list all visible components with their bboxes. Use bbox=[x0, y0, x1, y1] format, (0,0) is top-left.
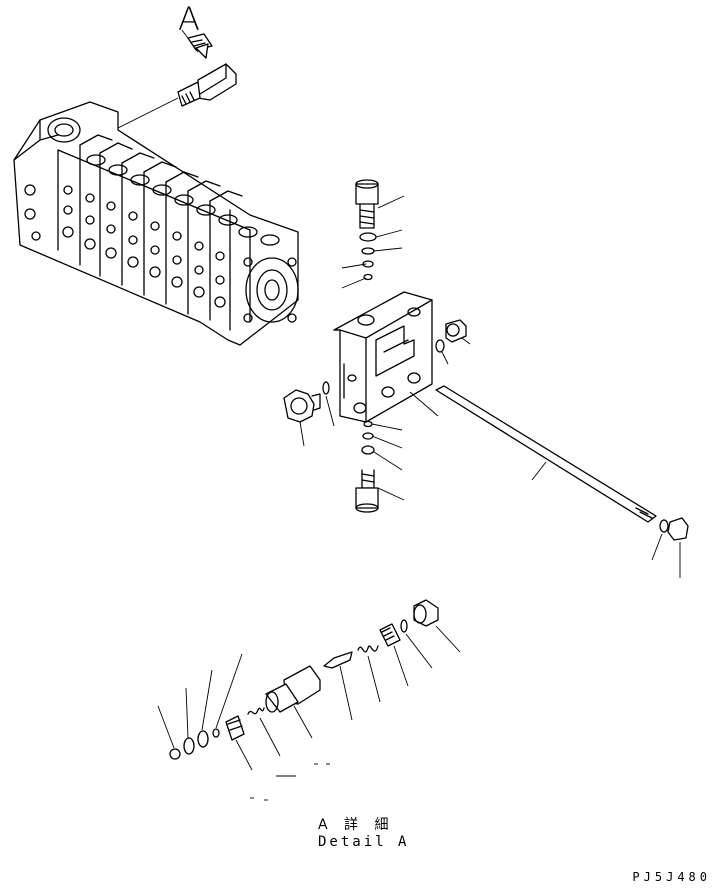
detail-title-english: Detail A bbox=[318, 834, 410, 850]
bolt-lower bbox=[355, 391, 439, 513]
detail-a-exploded bbox=[157, 599, 461, 801]
view-arrow-icon bbox=[181, 29, 213, 59]
relief-valve-cartridge bbox=[177, 63, 237, 107]
detail-title-japanese: A 詳 細 bbox=[318, 817, 395, 833]
drawing-code: PJ5J480 bbox=[632, 870, 711, 884]
view-letter-label: A bbox=[178, 0, 200, 38]
leader-lines-upper bbox=[341, 195, 405, 289]
plug-right bbox=[435, 319, 471, 365]
bolt-upper bbox=[355, 179, 379, 281]
control-valve-block bbox=[13, 97, 299, 346]
plug-left bbox=[283, 381, 335, 447]
tie-rod bbox=[435, 385, 689, 578]
valve-section-cover bbox=[333, 291, 433, 423]
